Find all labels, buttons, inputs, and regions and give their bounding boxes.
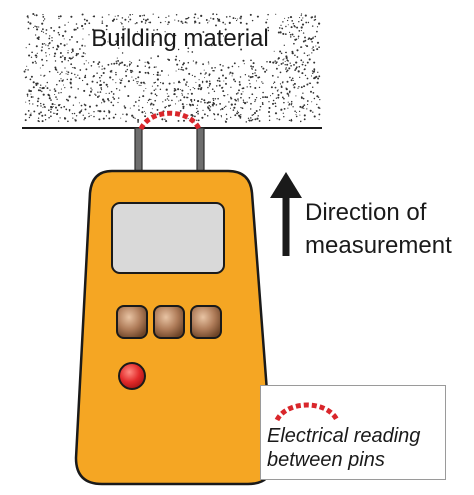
building-material-label: Building material	[91, 25, 269, 52]
direction-label-line1: Direction of	[305, 199, 427, 226]
direction-label: Direction of measurement	[305, 196, 452, 262]
right-pin	[196, 127, 205, 173]
left-pin	[134, 127, 143, 173]
direction-label-line2: measurement	[305, 232, 452, 259]
building-material	[22, 12, 322, 129]
electrical-reading-arc	[138, 110, 202, 131]
legend-box: Electrical reading between pins	[260, 385, 446, 480]
moisture-meter	[74, 169, 274, 486]
legend-text: Electrical reading between pins	[267, 424, 420, 472]
legend-line2: between pins	[267, 449, 385, 471]
up-arrow-icon	[270, 172, 302, 256]
meter-button-right	[190, 305, 222, 339]
meter-button-left	[116, 305, 148, 339]
dashed-arc-icon	[274, 402, 340, 422]
power-button	[118, 362, 146, 390]
legend-line1: Electrical reading	[267, 425, 421, 447]
meter-button-middle	[153, 305, 185, 339]
meter-pins	[134, 127, 205, 173]
material-speckle-texture	[23, 12, 321, 123]
meter-screen	[111, 202, 225, 274]
